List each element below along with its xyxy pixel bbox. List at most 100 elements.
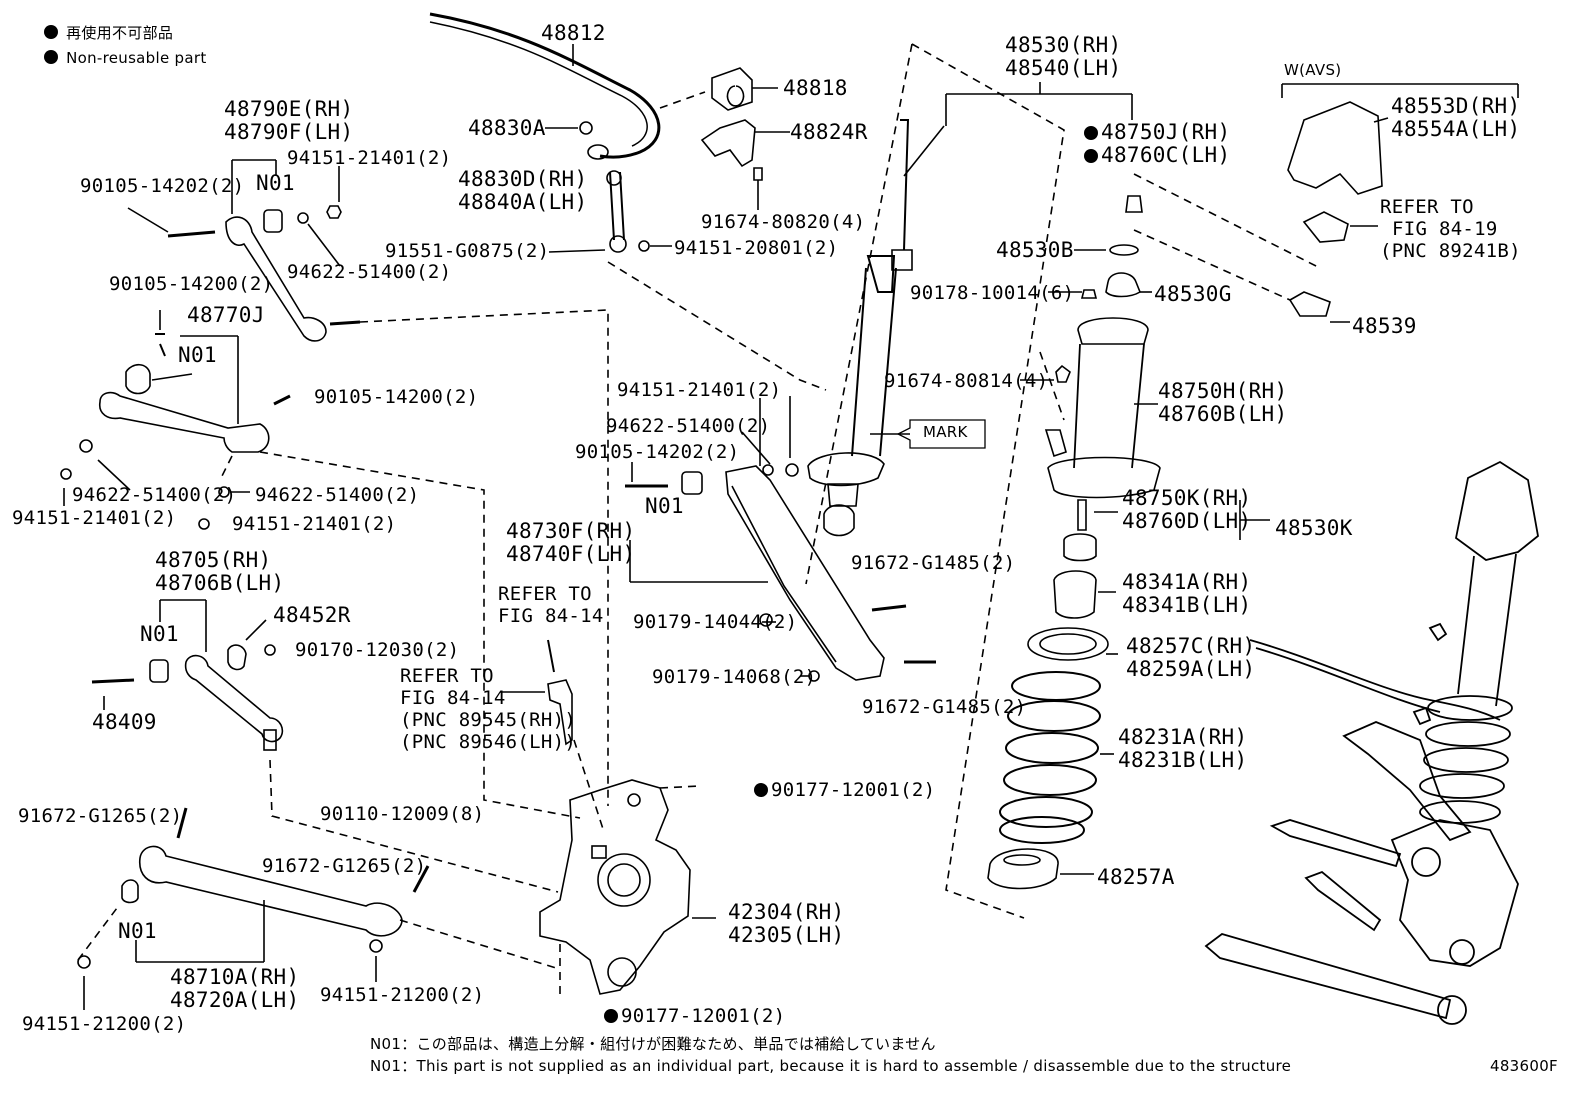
upper-arm-48790	[225, 216, 327, 342]
label-48409: 48409	[92, 710, 157, 734]
legend-jp: 再使用不可部品	[44, 24, 173, 42]
label-48539: 48539	[1352, 314, 1417, 338]
label-n01-c: N01	[140, 622, 179, 646]
label-94151-21401-d: 94151-21401(2)	[617, 379, 782, 401]
bushing-48818	[711, 67, 753, 111]
label-48830D: 48830D(RH)48840A(LH)	[458, 167, 588, 214]
label-48750K: 48750K(RH)48760D(LH)	[1122, 486, 1252, 533]
label-94622-51400-b: 94622-51400(2)	[72, 484, 237, 506]
label-n01-b: N01	[178, 343, 217, 367]
lower-arm-48770J	[98, 391, 270, 453]
note-n01-jp: N01：この部品は、構造上分解・組付けが困難なため、単品では補給していません	[370, 1035, 936, 1053]
label-90179-14068: 90179-14068(2)	[652, 666, 817, 688]
label-48824R: 48824R	[790, 120, 868, 144]
non-reusable-bullet-icon	[754, 783, 768, 797]
label-48553D: 48553D(RH)48554A(LH)	[1391, 94, 1521, 141]
label-48530B: 48530B	[996, 238, 1074, 262]
label-90105-14202-b: 90105-14202(2)	[575, 441, 740, 463]
label-91672-G1265-b: 91672-G1265(2)	[262, 855, 427, 877]
label-48790: 48790E(RH)48790F(LH)	[224, 97, 354, 144]
nut-48830A	[579, 121, 593, 135]
label-48452R: 48452R	[273, 603, 351, 627]
label-48710A: 48710A(RH)48720A(LH)	[170, 965, 300, 1012]
label-48770J: 48770J	[187, 303, 265, 327]
label-91672-G1485-a: 91672-G1485(2)	[851, 552, 1016, 574]
label-42304: 42304(RH)42305(LH)	[728, 900, 845, 947]
label-94151-21401-a: 94151-21401(2)	[287, 147, 452, 169]
label-48530G: 48530G	[1154, 282, 1232, 306]
label-90105-14200-b: 90105-14200(2)	[314, 386, 479, 408]
label-91674-80820: 91674-80820(4)	[701, 211, 866, 233]
label-91674-80814: 91674-80814(4)	[884, 370, 1049, 392]
bullet-icon	[44, 25, 58, 39]
dashed-guide-main	[805, 43, 1065, 919]
label-w-avs: W(AVS)	[1284, 61, 1342, 79]
label-90179-14044: 90179-14044(2)	[633, 611, 798, 633]
coil-spring-48231	[999, 671, 1101, 844]
label-90105-14202-a: 90105-14202(2)	[80, 175, 245, 197]
label-48231A: 48231A(RH)48231B(LH)	[1118, 725, 1248, 772]
washer-48530B	[1109, 244, 1139, 256]
label-94151-20801: 94151-20801(2)	[674, 237, 839, 259]
label-48730F: 48730F(RH)48740F(LH)	[506, 519, 636, 566]
figure-code: 483600F	[1490, 1057, 1558, 1075]
bracket-48824R	[700, 119, 756, 168]
label-mark: MARK	[923, 423, 968, 441]
upper-spring-seat	[1077, 317, 1149, 345]
lower-arm-48730	[725, 465, 885, 681]
label-48830A: 48830A	[468, 116, 546, 140]
label-48341A: 48341A(RH)48341B(LH)	[1122, 570, 1252, 617]
label-48750J: 48750J(RH)48760C(LH)	[1084, 121, 1230, 167]
shock-rod	[900, 119, 910, 251]
spring-upper-insulator	[1027, 627, 1109, 661]
label-48257C: 48257C(RH)48259A(LH)	[1126, 634, 1256, 681]
bullet-icon	[44, 50, 58, 64]
label-48257A: 48257A	[1097, 865, 1175, 889]
non-reusable-bullet-icon	[1084, 126, 1098, 140]
label-n01-d: N01	[645, 494, 684, 518]
non-reusable-bullet-icon	[1084, 149, 1098, 163]
label-94151-21401-b: 94151-21401(2)	[12, 507, 177, 529]
label-48530K: 48530K	[1275, 516, 1353, 540]
stabilizer-link	[609, 171, 625, 241]
label-91551-G0875: 91551-G0875(2)	[385, 240, 550, 262]
knuckle-42304	[539, 779, 691, 995]
label-48705: 48705(RH)48706B(LH)	[155, 548, 285, 595]
speed-sensor	[547, 679, 573, 746]
label-90178-10014: 90178-10014(6)	[910, 282, 1075, 304]
stabilizer-bar-inner	[429, 21, 648, 147]
label-90177-12001-a: 90177-12001(2)	[754, 779, 935, 801]
bolt-91674-80820	[753, 167, 763, 196]
label-94622-51400-c: 94622-51400(2)	[255, 484, 420, 506]
label-n01-e: N01	[118, 919, 157, 943]
label-94151-21200-a: 94151-21200(2)	[22, 1013, 187, 1035]
label-n01-a: N01	[256, 171, 295, 195]
label-48818: 48818	[783, 76, 848, 100]
label-90105-14200-a: 90105-14200(2)	[109, 273, 274, 295]
non-reusable-bullet-icon	[604, 1009, 618, 1023]
legend-en: Non-reusable part	[44, 49, 207, 67]
toe-arm-48706	[184, 654, 284, 743]
note-n01-en: N01：This part is not supplied as an indi…	[370, 1057, 1292, 1075]
stabilizer-bar	[429, 12, 661, 159]
label-94151-21401-c: 94151-21401(2)	[232, 513, 397, 535]
label-91672-G1265-a: 91672-G1265(2)	[18, 805, 183, 827]
label-90170-12030: 90170-12030(2)	[295, 639, 460, 661]
label-90177-12001-b: 90177-12001(2)	[604, 1005, 785, 1027]
label-48530: 48530(RH)48540(LH)	[1005, 33, 1122, 80]
label-94151-21200-b: 94151-21200(2)	[320, 984, 485, 1006]
label-91672-G1485-b: 91672-G1485(2)	[862, 696, 1027, 718]
assembled-view	[1204, 460, 1539, 1025]
label-48812: 48812	[541, 21, 606, 45]
label-94622-51400-a: 94622-51400(2)	[287, 261, 452, 283]
label-48750H: 48750H(RH)48760B(LH)	[1158, 379, 1288, 426]
label-90110-12009: 90110-12009(8)	[320, 803, 485, 825]
avs-cover	[1287, 101, 1383, 195]
stabilizer-bar-end	[587, 144, 609, 160]
label-94622-51400-d: 94622-51400(2)	[606, 415, 771, 437]
shock-body	[851, 255, 897, 457]
